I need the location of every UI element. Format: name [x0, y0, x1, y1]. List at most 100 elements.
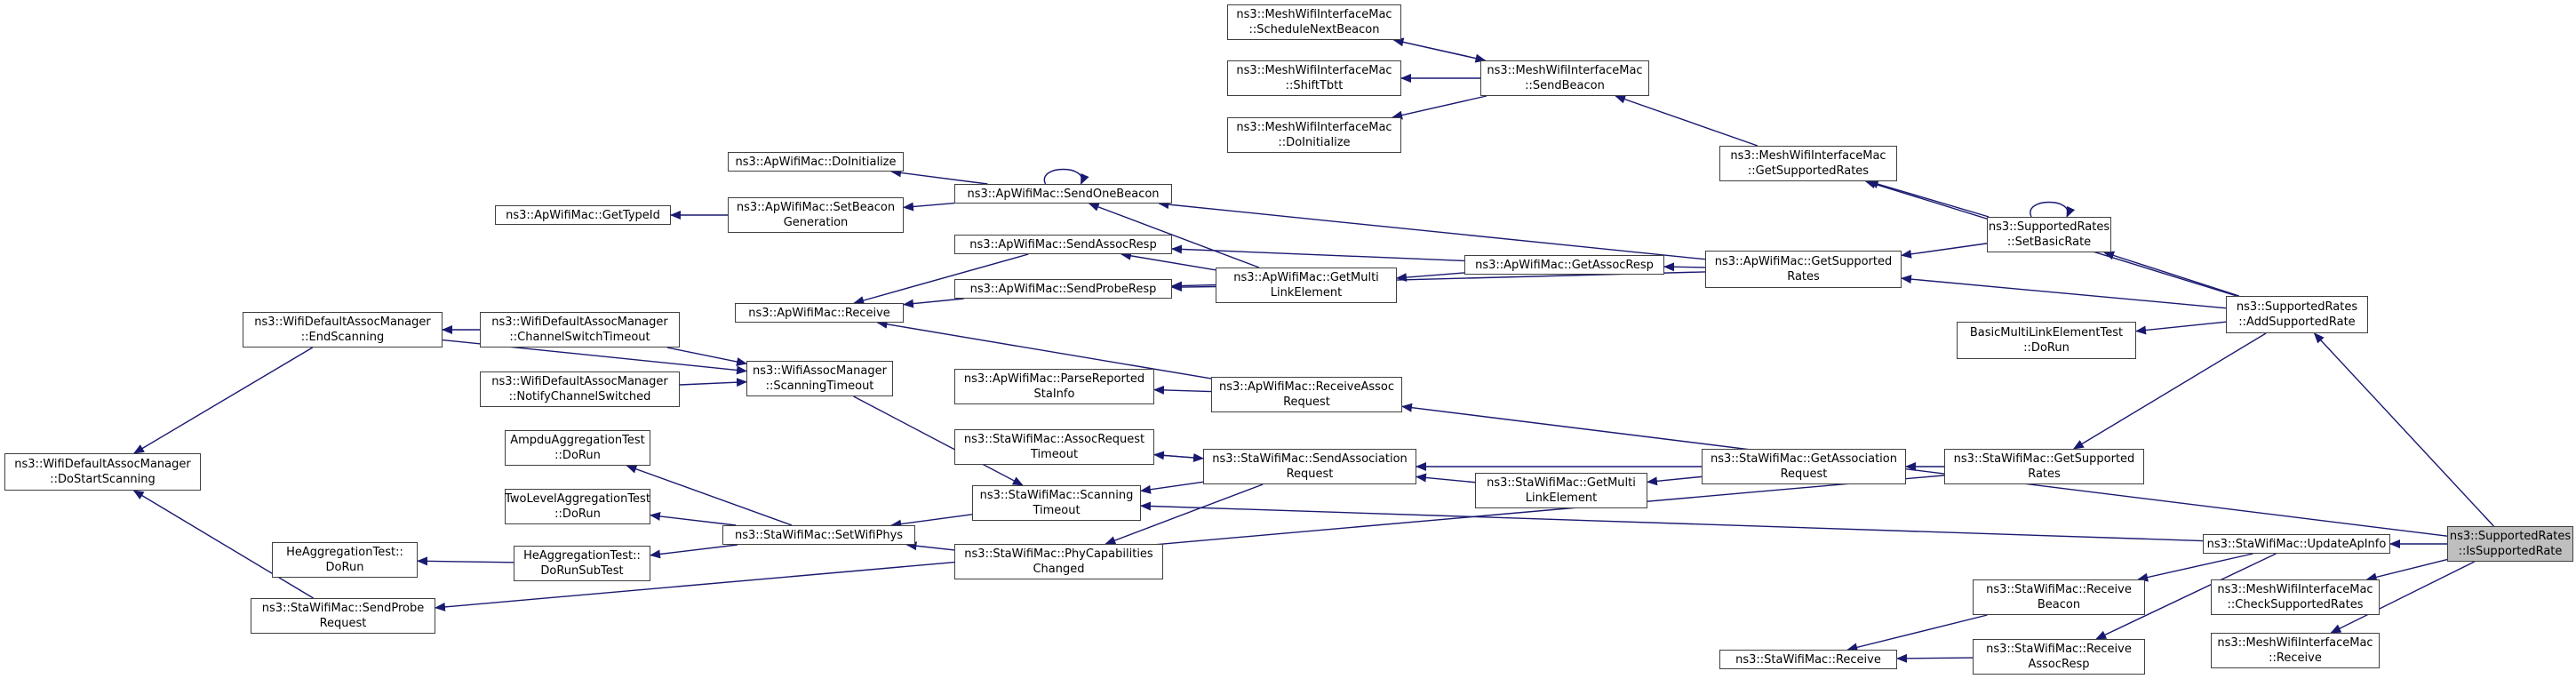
- node-ap-send-assoc-resp[interactable]: ns3::ApWifiMac::SendAssocResp: [954, 235, 1172, 254]
- node-basic-mle-test[interactable]: BasicMultiLinkElementTest::DoRun: [1957, 322, 2136, 359]
- node-ap-send-probe-resp[interactable]: ns3::ApWifiMac::SendProbeResp: [954, 279, 1172, 299]
- node-mesh-schedule-next-beacon[interactable]: ns3::MeshWifiInterfaceMac::ScheduleNextB…: [1227, 4, 1401, 40]
- edge-ap-do-initialize-ap-send-one-beacon: [890, 168, 988, 185]
- node-label: ns3::StaWifiMac::SendAssociation: [1212, 452, 1408, 466]
- edge-ap-send-probe-resp-ap-get-multi-link-element: [1171, 283, 1216, 292]
- edge-wda-do-start-scanning-wda-end-scanning: [133, 347, 314, 454]
- node-sta-set-wifi-phys[interactable]: ns3::StaWifiMac::SetWifiPhys: [722, 525, 915, 545]
- node-label: ns3::MeshWifiInterfaceMac: [1487, 64, 1643, 77]
- node-label: ::GetSupportedRates: [1747, 164, 1870, 178]
- node-label: ns3::StaWifiMac::GetMulti: [1487, 476, 1636, 490]
- node-label: Request: [1283, 395, 1330, 409]
- edge-ap-receive-assoc-request-is-supported-rate: [1401, 403, 2448, 537]
- node-ampdu-aggregation-test[interactable]: AmpduAggregationTest::DoRun: [505, 430, 650, 466]
- node-update-ap-info[interactable]: ns3::StaWifiMac::UpdateApInfo: [2203, 534, 2390, 554]
- node-label: ::DoStartScanning: [50, 473, 156, 486]
- edge-ap-send-one-beacon-ap-send-one-beacon: [1043, 168, 1089, 185]
- node-label: ns3::StaWifiMac::SetWifiPhys: [734, 528, 904, 542]
- edge-sta-receive-sta-receive-beacon: [1846, 614, 1988, 652]
- edge-ap-receive-ap-send-probe-resp: [903, 298, 964, 308]
- node-sta-receive[interactable]: ns3::StaWifiMac::Receive: [1719, 650, 1897, 669]
- node-label: ns3::MeshWifiInterfaceMac: [1236, 8, 1392, 21]
- node-wam-scanning-timeout[interactable]: ns3::WifiAssocManager::ScanningTimeout: [746, 361, 893, 396]
- node-ap-receive[interactable]: ns3::ApWifiMac::Receive: [735, 303, 904, 323]
- edge-mesh-get-supported-rates-set-basic-rate: [1867, 180, 1990, 218]
- node-label: ns3::ApWifiMac::GetSupported: [1714, 255, 1893, 268]
- node-ap-get-type-id[interactable]: ns3::ApWifiMac::GetTypeId: [495, 205, 671, 225]
- node-label: LinkElement: [1525, 491, 1598, 505]
- node-label: ::EndScanning: [300, 331, 385, 344]
- node-label: ::DoRun: [554, 507, 601, 521]
- edge-sta-receive-sta-receive-assoc-resp: [1896, 653, 1974, 663]
- node-label: ns3::ApWifiMac::SetBeacon: [736, 201, 896, 214]
- edge-ap-send-assoc-resp-ap-get-multi-link-element: [1120, 251, 1216, 271]
- edge-add-supported-rate-is-supported-rate: [2313, 332, 2494, 527]
- node-label: ns3::MeshWifiInterfaceMac: [1236, 121, 1392, 134]
- node-label: Timeout: [1033, 504, 1081, 517]
- node-label: Rates: [1787, 270, 1820, 284]
- node-label: ::SetBasicRate: [2006, 236, 2092, 249]
- node-check-supported-rates[interactable]: ns3::MeshWifiInterfaceMac::CheckSupporte…: [2211, 579, 2380, 615]
- node-mesh-send-beacon[interactable]: ns3::MeshWifiInterfaceMac::SendBeacon: [1480, 60, 1649, 96]
- node-set-basic-rate[interactable]: ns3::SupportedRates::SetBasicRate: [1987, 217, 2111, 252]
- node-label: ns3::WifiAssocManager: [753, 364, 887, 378]
- edge-mesh-receive-is-supported-rate: [2330, 561, 2475, 634]
- node-he-aggregation-test-do-run[interactable]: HeAggregationTest::DoRun: [272, 542, 418, 578]
- node-ap-send-one-beacon[interactable]: ns3::ApWifiMac::SendOneBeacon: [954, 184, 1172, 204]
- node-mesh-get-supported-rates[interactable]: ns3::MeshWifiInterfaceMac::GetSupportedR…: [1719, 146, 1897, 181]
- node-wda-notify-channel-switched[interactable]: ns3::WifiDefaultAssocManager::NotifyChan…: [480, 371, 680, 407]
- edge-ap-set-beacon-generation-ap-send-one-beacon: [903, 202, 955, 212]
- node-label: ns3::StaWifiMac::PhyCapabilities: [964, 547, 1153, 561]
- call-edges: [132, 37, 2494, 663]
- node-label: AmpduAggregationTest: [510, 434, 645, 447]
- edge-ap-receive-ap-receive-assoc-request: [876, 319, 1212, 379]
- edge-he-aggregation-test-do-run-sub-test-sta-set-wifi-phys: [650, 544, 738, 559]
- edge-ap-send-one-beacon-ap-get-supported-rates: [1158, 200, 1706, 260]
- edge-sta-send-probe-request-sta-get-supported-rates: [435, 475, 1945, 611]
- edge-ap-send-assoc-resp-ap-get-assoc-resp: [1171, 244, 1465, 262]
- edge-ap-get-multi-link-element-ap-get-assoc-resp: [1396, 272, 1465, 283]
- node-label: Generation: [783, 216, 849, 229]
- node-wda-channel-switch-timeout[interactable]: ns3::WifiDefaultAssocManager::ChannelSwi…: [480, 312, 680, 347]
- node-add-supported-rate[interactable]: ns3::SupportedRates::AddSupportedRate: [2226, 296, 2368, 333]
- node-label: ns3::StaWifiMac::Receive: [1986, 583, 2132, 596]
- node-he-aggregation-test-do-run-sub-test[interactable]: HeAggregationTest::DoRunSubTest: [514, 546, 650, 581]
- node-label: ::IsSupportedRate: [2458, 545, 2563, 558]
- node-label: ns3::ApWifiMac::GetAssocResp: [1475, 258, 1654, 272]
- node-label: ::ScheduleNextBeacon: [1248, 23, 1380, 36]
- edge-sta-scanning-timeout-update-ap-info: [1140, 501, 2204, 542]
- edge-set-basic-rate-set-basic-rate: [2030, 201, 2076, 218]
- node-wda-end-scanning[interactable]: ns3::WifiDefaultAssocManager::EndScannin…: [243, 312, 443, 347]
- node-wda-do-start-scanning[interactable]: ns3::WifiDefaultAssocManager::DoStartSca…: [4, 453, 201, 491]
- node-two-level-aggregation-test[interactable]: TwoLevelAggregationTest::DoRun: [505, 489, 650, 524]
- node-label: ns3::WifiDefaultAssocManager: [254, 316, 431, 329]
- node-label: ::NotifyChannelSwitched: [508, 390, 651, 403]
- edge-sta-set-wifi-phys-sta-phy-capabilities-changed: [905, 541, 955, 551]
- node-label: Timeout: [1030, 448, 1079, 461]
- node-ap-get-assoc-resp[interactable]: ns3::ApWifiMac::GetAssocResp: [1464, 255, 1664, 275]
- node-mesh-shift-tbtt[interactable]: ns3::MeshWifiInterfaceMac::ShiftTbtt: [1227, 60, 1401, 96]
- edge-sta-get-supported-rates-add-supported-rate: [2072, 332, 2267, 450]
- node-label: ns3::StaWifiMac::Receive: [1735, 652, 1881, 667]
- node-label: StaInfo: [1033, 387, 1075, 401]
- node-mesh-receive[interactable]: ns3::MeshWifiInterfaceMac::Receive: [2211, 633, 2380, 668]
- node-ap-do-initialize[interactable]: ns3::ApWifiMac::DoInitialize: [728, 152, 904, 172]
- node-mesh-do-initialize[interactable]: ns3::MeshWifiInterfaceMac::DoInitialize: [1227, 117, 1401, 153]
- edge-ampdu-aggregation-test-sta-set-wifi-phys: [626, 465, 793, 526]
- edge-mesh-send-beacon-mesh-get-supported-rates: [1615, 94, 1759, 147]
